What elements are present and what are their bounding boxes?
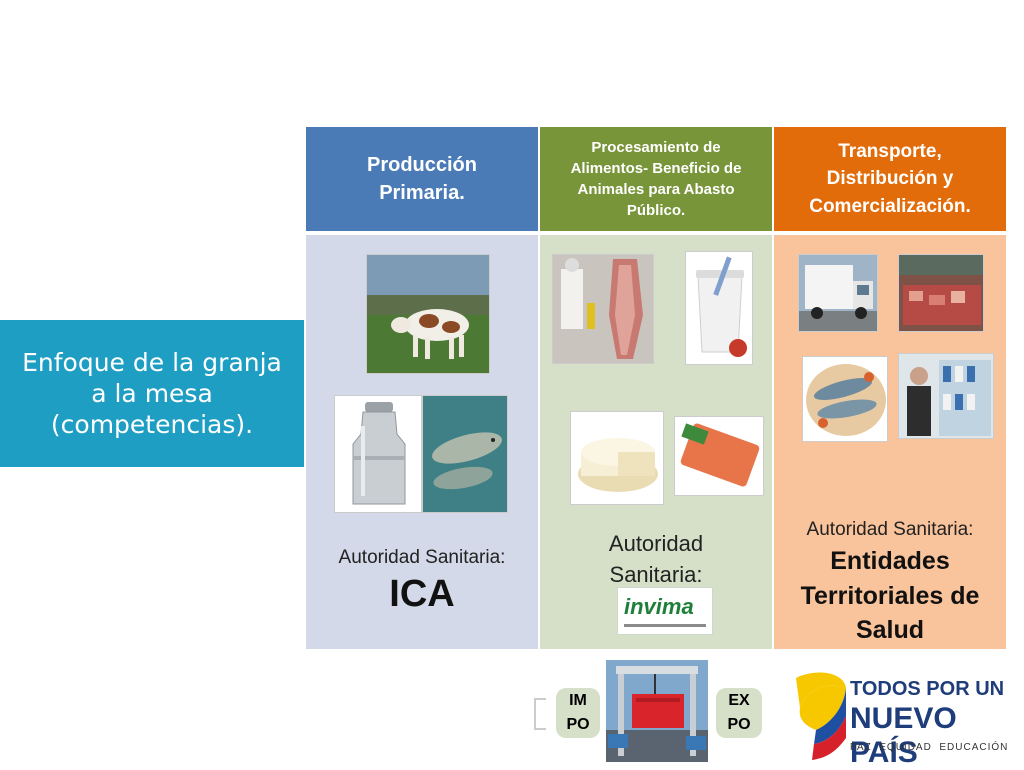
column-header-processing: Procesamiento de Alimentos- Beneficio de… (540, 127, 772, 231)
salmon-package-image (674, 416, 764, 496)
brand-line-2: NUEVO PAÍS (850, 702, 957, 769)
authority-label-primary: Autoridad Sanitaria: (338, 547, 506, 568)
authority-name-territorial: Entidades Territoriales de Salud (800, 547, 980, 644)
fish-image (422, 395, 508, 513)
authority-name-ica: ICA (389, 573, 455, 615)
yogurt-image (685, 251, 753, 365)
authority-label-processing: Autoridad Sanitaria: (608, 531, 704, 587)
trade-section: IM PO EX PO (530, 658, 780, 766)
brand-line-3: PAZ EQUIDAD EDUCACIÓN (850, 742, 1009, 753)
authority-label-transport: Autoridad Sanitaria: (806, 519, 974, 540)
column-header-transport: Transporte, Distribución y Comercializac… (774, 127, 1006, 231)
milk-can-image (334, 395, 422, 513)
cheese-icon (571, 412, 663, 504)
column-primary-production: Producción Primaria. (306, 127, 538, 649)
brand-line-1: TODOS POR UN (850, 678, 1005, 700)
competency-table: Producción Primaria. (306, 127, 1006, 649)
cow-illustration-icon (367, 255, 489, 373)
supermarket-icon (899, 354, 993, 438)
invima-logo-underline (624, 624, 706, 627)
cow-image (366, 254, 490, 374)
export-badge: EX PO (716, 688, 762, 738)
port-container-icon (606, 660, 708, 762)
milk-can-icon (335, 396, 421, 512)
section-title-text: Enfoque de la granja a la mesa (competen… (22, 347, 282, 440)
truck-image (798, 254, 878, 332)
invima-logo-text: invima (624, 594, 694, 619)
bracket-left-icon (534, 698, 546, 730)
salmon-package-icon (675, 417, 763, 495)
section-title: Enfoque de la granja a la mesa (competen… (0, 320, 304, 467)
column-header-primary: Producción Primaria. (306, 127, 538, 231)
truck-icon (799, 255, 877, 331)
cheese-image (570, 411, 664, 505)
grilled-fish-icon (803, 357, 887, 441)
meat-counter-icon (899, 255, 983, 331)
yogurt-icon (686, 252, 752, 364)
grilled-fish-image (802, 356, 888, 442)
fish-illustration-icon (423, 396, 507, 512)
colombia-flag-swoosh-icon (796, 672, 846, 760)
slaughterhouse-image (552, 254, 654, 364)
port-crane-image (606, 660, 708, 762)
invima-logo: invima (617, 587, 713, 635)
column-transport: Transporte, Distribución y Comercializac… (774, 127, 1006, 649)
import-badge: IM PO (556, 688, 600, 738)
meat-counter-image (898, 254, 984, 332)
column-processing: Procesamiento de Alimentos- Beneficio de… (540, 127, 772, 649)
supermarket-image (898, 353, 994, 439)
slaughterhouse-icon (553, 255, 653, 363)
government-brand-logo: TODOS POR UN NUEVO PAÍS PAZ EQUIDAD EDUC… (786, 668, 1009, 769)
